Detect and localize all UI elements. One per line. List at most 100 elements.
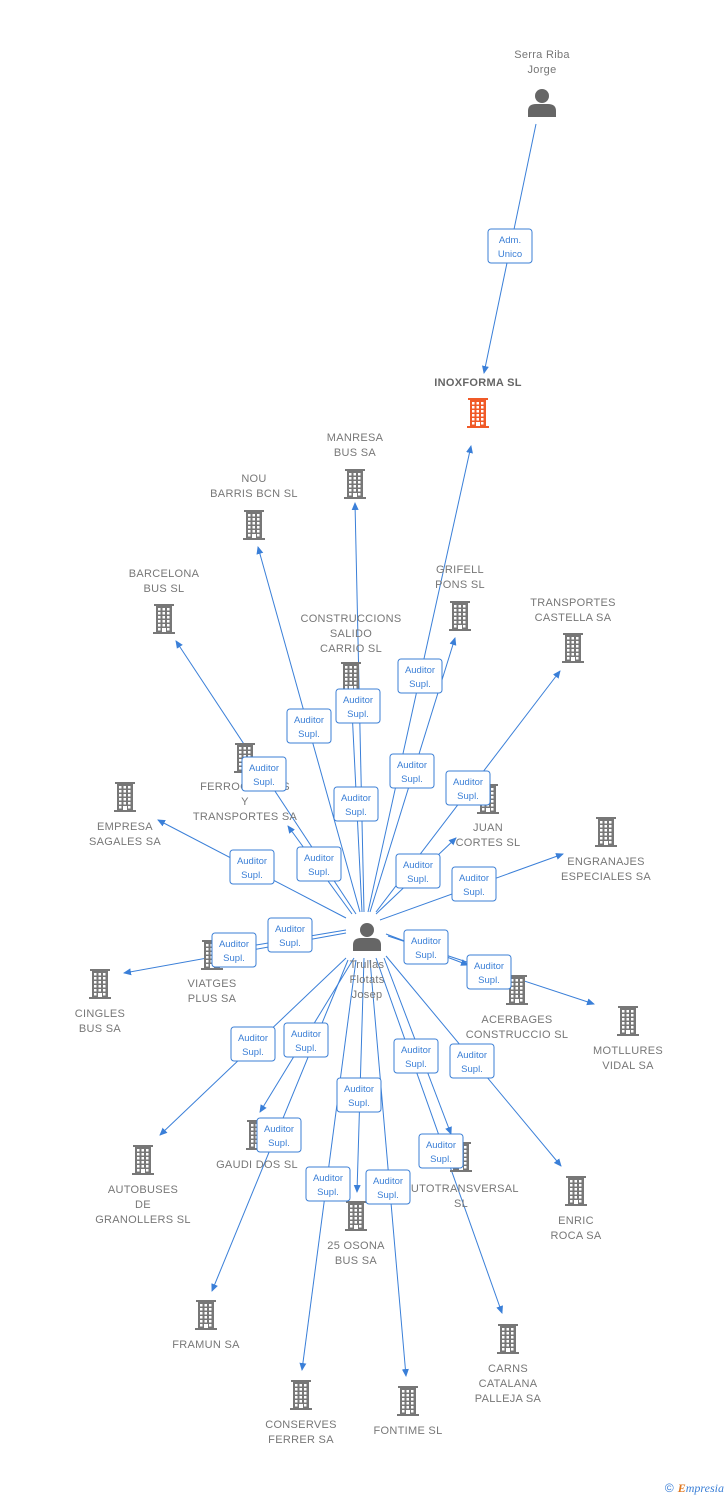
edge-label-box <box>365 1169 411 1205</box>
node-label: BARRIS BCN SL <box>210 488 298 500</box>
building-icon <box>562 633 584 663</box>
node-label: FONTIME SL <box>373 1425 442 1437</box>
edge-label-line: Auditor <box>219 939 249 950</box>
node-label: GAUDI DOS SL <box>216 1159 298 1171</box>
node-label: PALLEJA SA <box>475 1393 542 1405</box>
node-label: Flotats <box>349 974 384 986</box>
brand-footer[interactable]: ©Empresia <box>665 1481 724 1496</box>
edge-label-inoxforma[interactable]: Adm.Unico <box>487 228 533 264</box>
edge-label-line: Supl. <box>295 1043 317 1054</box>
edge-label-line: Supl. <box>478 975 500 986</box>
edge-label-line: Supl. <box>405 1059 427 1070</box>
edge-label-line: Supl. <box>242 1047 264 1058</box>
edge-label-box <box>466 954 512 990</box>
edge-label-box <box>403 929 449 965</box>
node-label: CINGLES <box>75 1008 125 1020</box>
edge-label-line: Supl. <box>463 887 485 898</box>
node-label: CONSERVES <box>265 1419 337 1431</box>
node-conserves[interactable]: CONSERVES FERRER SA <box>265 1380 337 1446</box>
node-label: BARCELONA <box>129 568 200 580</box>
edge-label-line: Auditor <box>457 1050 487 1061</box>
node-label: CARNS <box>488 1363 528 1375</box>
node-label: AUTOBUSES <box>108 1184 178 1196</box>
node-inoxforma[interactable]: INOXFORMA SL <box>434 377 522 428</box>
edge-label-box <box>389 753 435 789</box>
building-icon <box>565 1176 587 1206</box>
node-label: ENGRANAJES <box>567 856 645 868</box>
edge-label-line: Supl. <box>268 1138 290 1149</box>
node-barcelona[interactable]: BARCELONA BUS SL <box>129 568 200 634</box>
edge-label-line: Auditor <box>344 1084 374 1095</box>
edge-label-line: Auditor <box>403 860 433 871</box>
edge-label-line: Supl. <box>241 870 263 881</box>
edge-label-line: Auditor <box>341 793 371 804</box>
node-fontime[interactable]: FONTIME SL <box>373 1386 442 1437</box>
edge-label-line: Supl. <box>298 729 320 740</box>
copyright-symbol: © <box>664 1481 674 1495</box>
node-label: SAGALES SA <box>89 836 161 848</box>
edge-label-line: Auditor <box>238 1033 268 1044</box>
node-label: FERRER SA <box>268 1434 334 1446</box>
node-label: AUTOTRANSVERSAL <box>403 1183 519 1195</box>
node-label: VIDAL SA <box>602 1060 654 1072</box>
node-label: BUS SL <box>144 583 185 595</box>
node-transportes_castella[interactable]: TRANSPORTES CASTELLA SA <box>530 597 616 663</box>
person-icon <box>528 89 556 117</box>
edges-layer <box>123 123 595 1377</box>
node-framun[interactable]: FRAMUN SA <box>172 1300 240 1351</box>
node-label: VIATGES <box>188 978 237 990</box>
edge-label-line: Auditor <box>373 1176 403 1187</box>
node-label: ENRIC <box>558 1215 594 1227</box>
node-label: CONSTRUCCIO SL <box>466 1029 569 1041</box>
edge-label-box <box>286 708 332 744</box>
edge-label-line: Auditor <box>426 1140 456 1151</box>
edge-label-box <box>418 1133 464 1169</box>
edge-label-line: Auditor <box>249 763 279 774</box>
node-label: BUS SA <box>335 1255 378 1267</box>
edge-label-box <box>241 756 287 792</box>
edge-label-box <box>449 1043 495 1079</box>
node-label: TRANSPORTES <box>530 597 616 609</box>
node-label: CASTELLA SA <box>535 612 612 624</box>
building-icon <box>345 1201 367 1231</box>
